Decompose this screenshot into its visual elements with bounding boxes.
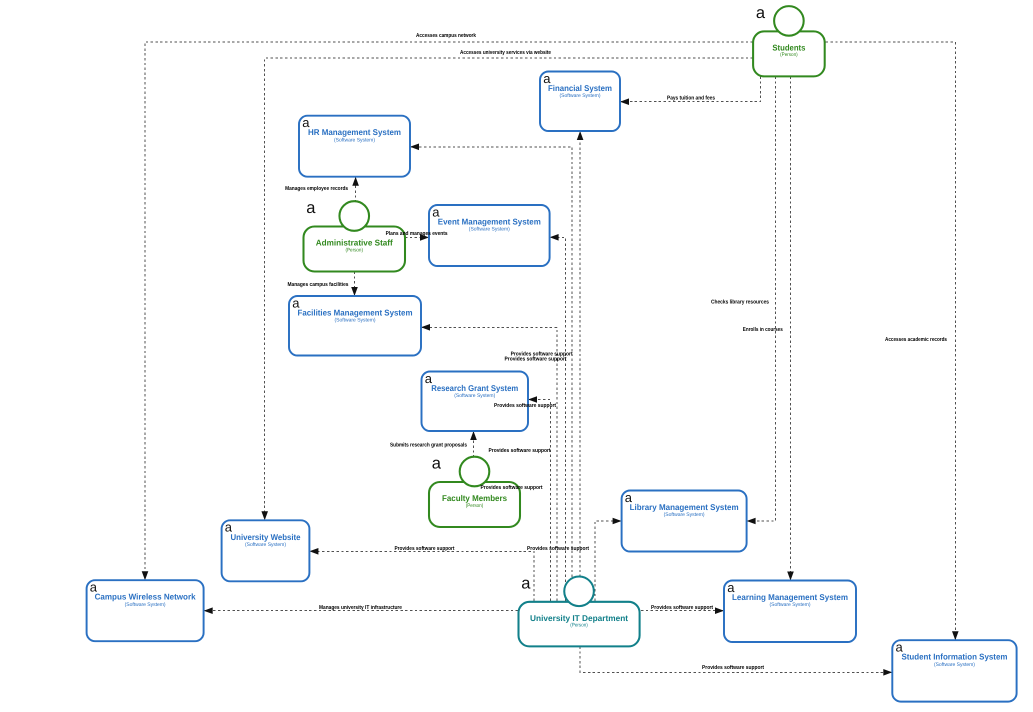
svg-text:(Software System): (Software System) [334, 137, 375, 143]
svg-text:a: a [432, 455, 442, 473]
svg-text:(Person): (Person) [346, 247, 364, 253]
svg-text:Manages university IT infrastr: Manages university IT infrastructure [319, 604, 402, 611]
svg-text:a: a [302, 115, 310, 130]
svg-text:Provides software support: Provides software support [527, 545, 589, 552]
svg-text:Accesses university services v: Accesses university services via website [460, 49, 551, 56]
svg-text:a: a [727, 580, 735, 595]
svg-text:Provides software support: Provides software support [651, 604, 713, 611]
svg-text:(Person): (Person) [466, 503, 484, 509]
svg-text:Checks library resources: Checks library resources [711, 299, 769, 306]
svg-text:Provides software support: Provides software support [481, 484, 543, 491]
svg-text:a: a [425, 371, 433, 386]
svg-text:Financial System: Financial System [548, 83, 612, 93]
svg-text:(Software System): (Software System) [664, 512, 705, 518]
svg-text:(Software System): (Software System) [245, 542, 286, 548]
svg-text:Facilities Management System: Facilities Management System [298, 308, 413, 318]
svg-text:Provides software support: Provides software support [494, 402, 556, 409]
svg-text:Manages campus facilities: Manages campus facilities [288, 281, 349, 288]
svg-text:Pays tuition and fees: Pays tuition and fees [667, 95, 715, 102]
svg-text:a: a [625, 490, 633, 505]
svg-text:(Software System): (Software System) [560, 93, 601, 99]
svg-text:Learning Management System: Learning Management System [732, 592, 848, 602]
svg-text:University IT Department: University IT Department [530, 613, 628, 623]
svg-text:(Software System): (Software System) [335, 318, 376, 324]
svg-text:Manages employee records: Manages employee records [285, 185, 348, 192]
svg-text:Students: Students [772, 42, 805, 52]
svg-text:Administrative Staff: Administrative Staff [316, 238, 393, 248]
svg-text:a: a [306, 199, 316, 217]
svg-text:(Software System): (Software System) [454, 393, 495, 399]
svg-text:Accesses campus network: Accesses campus network [416, 32, 477, 39]
svg-text:Faculty Members: Faculty Members [442, 493, 507, 503]
svg-text:Event Management System: Event Management System [438, 217, 541, 227]
svg-text:Student Information System: Student Information System [901, 652, 1007, 662]
svg-text:Enrolls in courses: Enrolls in courses [743, 326, 783, 333]
svg-text:HR Management System: HR Management System [308, 127, 401, 137]
svg-text:Provides software support: Provides software support [489, 447, 551, 454]
svg-text:Research Grant System: Research Grant System [431, 383, 518, 393]
svg-text:Campus Wireless Network: Campus Wireless Network [95, 592, 196, 602]
svg-text:Provides software support: Provides software support [395, 545, 455, 552]
svg-text:Provides software support: Provides software support [505, 356, 567, 363]
svg-text:(Software System): (Software System) [770, 602, 811, 608]
svg-text:Library Management System: Library Management System [630, 502, 739, 512]
svg-text:a: a [225, 520, 233, 535]
svg-text:Submits research grant proposa: Submits research grant proposals [390, 442, 467, 449]
svg-text:a: a [292, 295, 300, 310]
svg-text:Provides software support: Provides software support [511, 350, 573, 357]
svg-text:(Software System): (Software System) [469, 227, 510, 233]
svg-text:Provides software support: Provides software support [702, 664, 764, 671]
svg-text:(Person): (Person) [570, 623, 588, 629]
svg-text:(Software System): (Software System) [934, 662, 975, 668]
svg-text:a: a [432, 204, 440, 219]
svg-text:a: a [543, 71, 551, 86]
svg-text:(Software System): (Software System) [125, 602, 166, 608]
svg-text:Plans and manages events: Plans and manages events [386, 230, 448, 237]
svg-text:University Website: University Website [231, 532, 301, 542]
svg-text:Accesses academic records: Accesses academic records [885, 336, 947, 343]
svg-text:a: a [90, 580, 98, 595]
svg-text:a: a [896, 640, 904, 655]
svg-text:a: a [756, 4, 766, 22]
svg-text:(Person): (Person) [780, 52, 798, 58]
svg-text:a: a [521, 574, 531, 592]
